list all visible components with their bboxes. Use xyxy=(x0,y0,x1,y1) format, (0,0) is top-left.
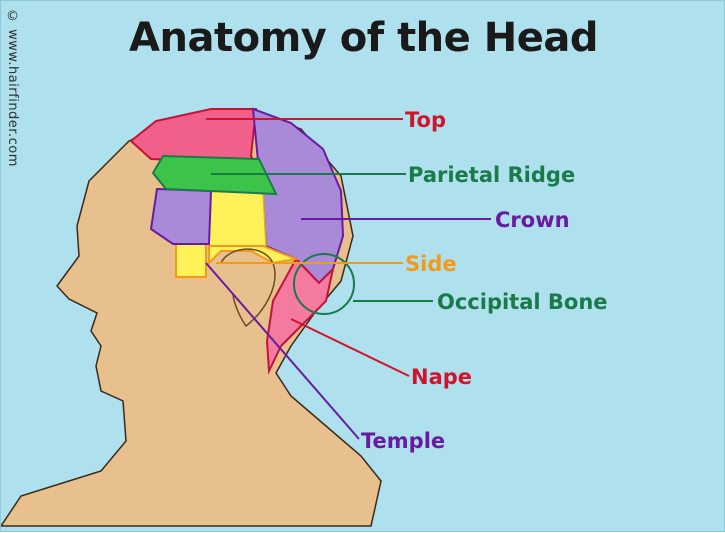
nape-leader-line xyxy=(290,318,410,377)
label-nape: Nape xyxy=(411,365,472,389)
temple-leader-line xyxy=(205,262,360,440)
region-nape xyxy=(265,257,335,375)
watermark: © www.hairfinder.com xyxy=(5,9,20,167)
ear-outline xyxy=(220,248,276,328)
label-parietal-ridge: Parietal Ridge xyxy=(408,163,575,187)
page-title: Anatomy of the Head xyxy=(129,15,598,61)
region-side-ear xyxy=(208,245,300,266)
region-side-lower xyxy=(175,243,207,278)
label-occipital-bone: Occipital Bone xyxy=(437,290,608,314)
label-temple: Temple xyxy=(361,429,445,453)
label-top: Top xyxy=(405,108,446,132)
label-side: Side xyxy=(405,252,457,276)
region-temple xyxy=(149,187,213,245)
label-crown: Crown xyxy=(495,208,570,232)
occipital-bone-marker xyxy=(293,253,355,315)
